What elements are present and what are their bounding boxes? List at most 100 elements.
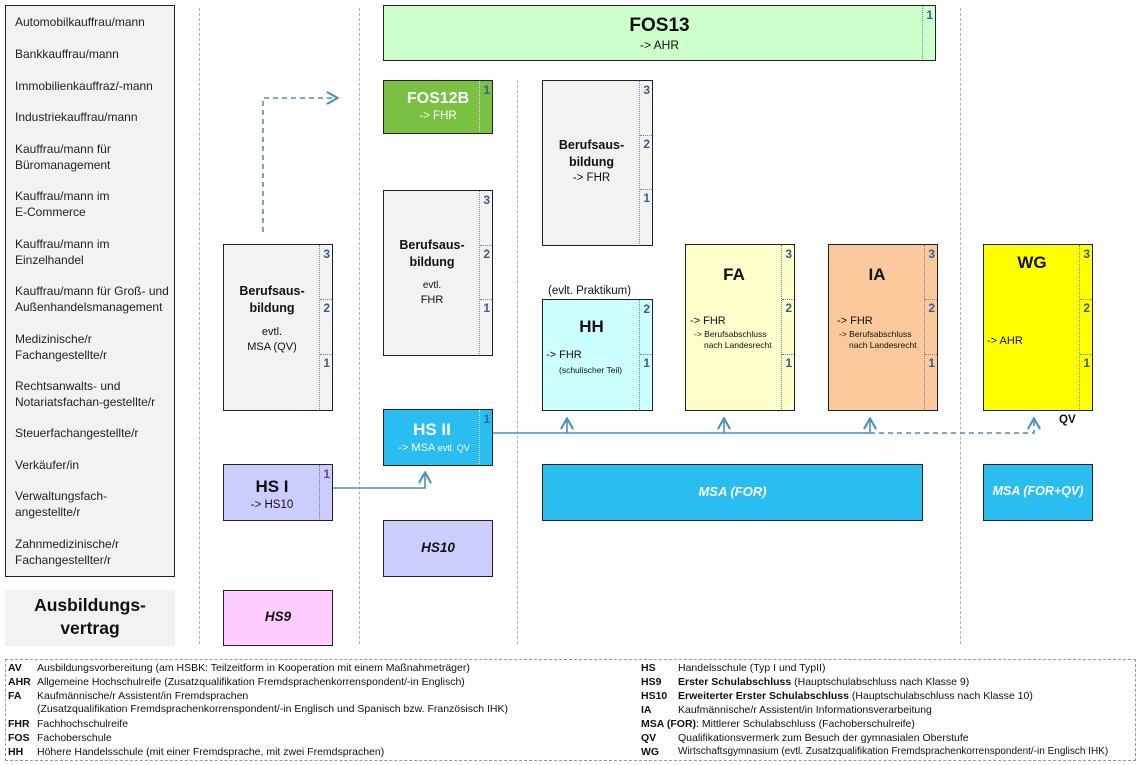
legend-row: AHR Allgemeine Hochschulreife (Zusatzqual… — [8, 676, 465, 688]
profession-item: Steuerfachangestellte/r — [15, 425, 177, 441]
fos13-box: FOS13 -> AHR 1 — [383, 5, 936, 61]
profession-item: Kauffrau/mann im E-Commerce — [15, 188, 177, 220]
profession-line: Rechtsanwalts- und — [15, 379, 121, 393]
profession-line: Notariatsfachan-gestellte/r — [15, 395, 156, 409]
year-number: 1 — [323, 356, 330, 370]
hs2-sub-main: -> MSA — [398, 442, 435, 454]
year-number: 1 — [643, 191, 650, 205]
profession-line: Büromanagement — [15, 158, 111, 172]
year-column: 3 2 1 — [1079, 245, 1092, 409]
legend-key: AHR — [8, 676, 31, 688]
profession-line: Außenhandelsmanagement — [15, 300, 163, 314]
hh-sub-1: -> FHR — [546, 349, 582, 361]
ba-left-sub-1: evtl. — [261, 326, 283, 338]
hh-box: HH -> FHR (schulischer Teil) 2 1 — [542, 299, 653, 411]
hs9-box: HS9 — [223, 590, 333, 646]
profession-line: Kauffrau/mann im — [15, 189, 110, 203]
profession-line: Zahnmedizinische/r — [15, 537, 120, 551]
ba-top-title-2: bildung — [568, 155, 615, 169]
legend-row: (Zusatzqualifikation Fremdsprachenkorren… — [8, 703, 508, 715]
legend-row: HS Handelsschule (Typ I und TypII) — [641, 662, 825, 674]
legend-value-bold: Erweiterter Erster Schulabschluss — [678, 690, 849, 702]
fa-box: FA -> FHR -> Berufsabschluss nach Landes… — [685, 244, 795, 411]
year-number: 1 — [483, 412, 490, 426]
year-number: 3 — [785, 247, 792, 261]
year-number: 3 — [643, 83, 650, 97]
profession-line: Bankkauffrau/mann — [15, 47, 119, 61]
fos13-title: FOS13 — [629, 15, 690, 36]
dashed-arrow-to-wg — [870, 420, 1034, 434]
fa-title: FA — [723, 265, 745, 284]
profession-item: Automobilkauffrau/mann — [15, 14, 177, 30]
profession-line: Steuerfachangestellte/r — [15, 426, 139, 440]
profession-line: Fachangestellte/r — [15, 348, 108, 362]
hh-note: (evlt. Praktikum) — [548, 285, 632, 297]
berufsausbildung-left-box: Berufsaus- bildung evtl. MSA (QV) 3 2 1 — [223, 244, 333, 411]
year-number: 1 — [323, 467, 330, 481]
fos12b-box: FOS12B -> FHR 1 — [383, 80, 493, 134]
legend-key: FOS — [8, 732, 30, 744]
year-column: 3 2 1 — [479, 191, 492, 354]
year-number: 1 — [785, 356, 792, 370]
ba-mid-title: Berufsaus- bildung — [384, 237, 492, 271]
legend-row: HS10 Erweiterter Erster Schulabschluss (H… — [641, 690, 1033, 702]
legend-value: Qualifikationsvermerk zum Besuch der gym… — [678, 732, 969, 744]
fa-sub-1: -> FHR — [690, 315, 726, 327]
wg-box: WG -> AHR 3 2 1 — [983, 244, 1093, 411]
legend-value: (Hauptschulabschluss nach Klasse 10) — [849, 690, 1033, 702]
profession-line: Verkäufer/in — [15, 458, 80, 472]
legend-row: MSA (FOR): Mittlerer Schulabschluss (Fac… — [641, 718, 915, 730]
legend-value: Handelsschule (Typ I und TypII) — [678, 662, 826, 674]
hs2-sub: -> MSA evtl. QV — [384, 442, 492, 454]
legend-key: WG — [641, 746, 660, 758]
profession-line: E-Commerce — [15, 205, 86, 219]
ba-left-title-2: bildung — [249, 301, 295, 315]
fa-sub-3: nach Landesrecht — [704, 340, 772, 350]
fos12b-title: FOS12B — [406, 90, 470, 107]
legend-key: HS9 — [641, 676, 662, 688]
legend-value: Allgemeine Hochschulreife (Zusatzqualifi… — [37, 676, 465, 688]
legend-row: WG Wirtschaftsgymnasium (evtl. Zusatzqual… — [641, 746, 1108, 758]
legend-key: IA — [641, 704, 652, 716]
year-number: 3 — [483, 193, 490, 207]
ia-title: IA — [868, 265, 886, 284]
year-number: 1 — [928, 356, 935, 370]
hs2-box: HS II -> MSA evtl. QV 1 — [383, 409, 493, 466]
profession-line: Medizinische/r — [15, 332, 92, 346]
ba-left-sub: evtl. MSA (QV) — [224, 325, 332, 355]
legend-key: HS10 — [641, 690, 668, 702]
legend-value: Kaufmännische/r Assistent/in Fremdsprach… — [37, 690, 249, 702]
ba-mid-title-1: Berufsaus- — [399, 238, 465, 252]
hs10-title: HS10 — [421, 540, 455, 555]
hs1-box: HS I -> HS10 1 — [223, 464, 333, 521]
year-number: 2 — [483, 247, 490, 261]
year-column: 3 2 1 — [781, 245, 794, 409]
year-number: 1 — [1083, 356, 1090, 370]
profession-line: Einzelhandel — [15, 253, 84, 267]
fa-sub-2: -> Berufsabschluss — [694, 329, 767, 339]
year-number: 3 — [928, 247, 935, 261]
ba-top-title: Berufsaus- bildung — [543, 137, 652, 171]
legend-key: HH — [8, 746, 24, 758]
wg-qv-label: QV — [1059, 414, 1076, 426]
year-column: 2 1 — [639, 300, 652, 409]
hh-title: HH — [579, 317, 604, 336]
year-number: 2 — [928, 301, 935, 315]
ia-sub-1: -> FHR — [837, 315, 873, 327]
msa-forqv-title: MSA (FOR+QV) — [992, 484, 1084, 498]
hs2-title: HS II — [413, 420, 451, 439]
profession-line: Kauffrau/mann für Groß- und — [15, 284, 169, 298]
legend-value: Wirtschaftsgymnasium (evtl. Zusatzqualif… — [678, 746, 1109, 757]
ba-top-title-1: Berufsaus- — [558, 138, 625, 152]
hs1-sub: -> HS10 — [250, 499, 294, 511]
legend-key: HS — [641, 662, 656, 674]
